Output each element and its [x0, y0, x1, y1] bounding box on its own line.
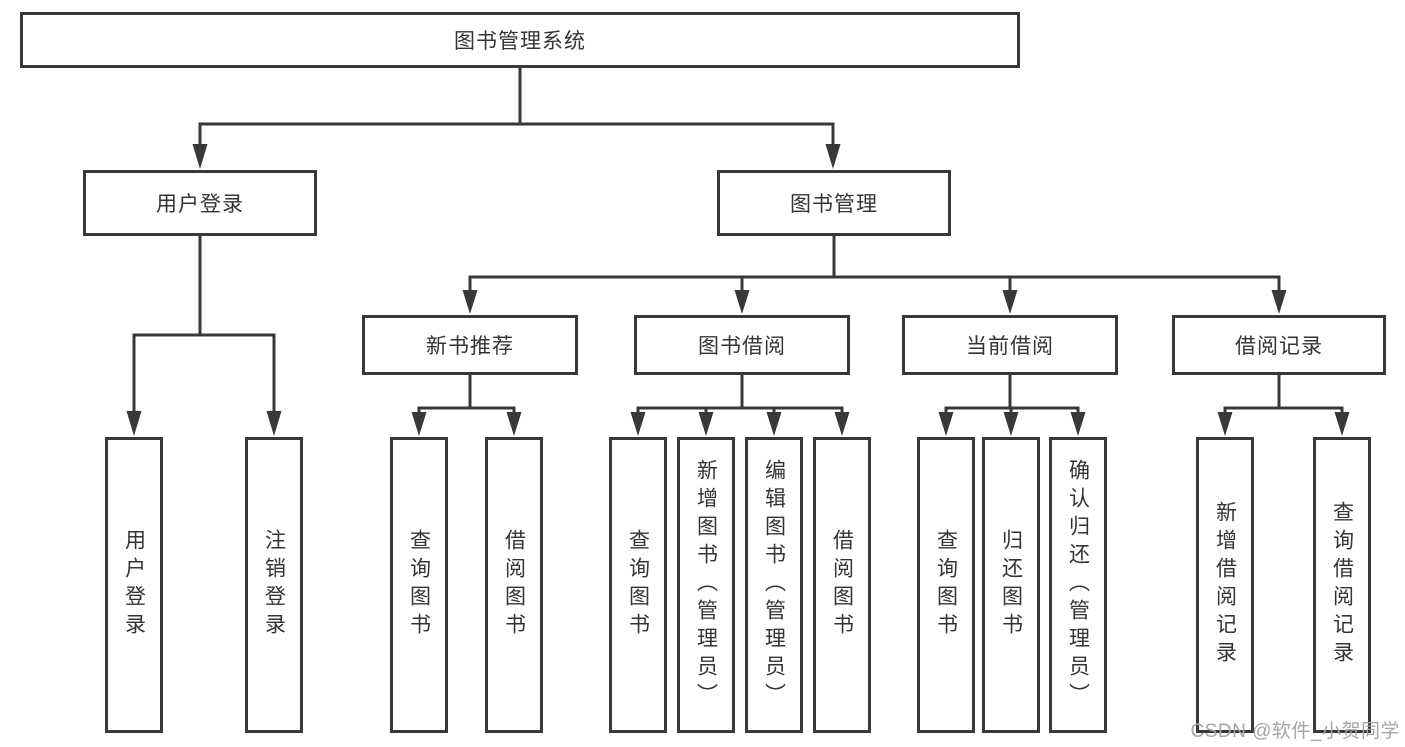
leaf-borrow-books: 借阅图书	[813, 437, 871, 733]
connector-book-management-group	[462, 236, 1287, 314]
leaf-confirm-return-admin: 确认归还（管理员）	[1049, 437, 1107, 733]
node-current-borrow: 当前借阅	[902, 315, 1118, 375]
node-label: 确认归还（管理员）	[1066, 459, 1090, 711]
node-label: 新书推荐	[426, 335, 514, 358]
node-label: 新增图书（管理员）	[694, 459, 718, 711]
node-label: 图书借阅	[698, 335, 786, 358]
leaf-return-book: 归还图书	[982, 437, 1040, 733]
leaf-user-login: 用户登录	[105, 437, 163, 733]
node-label: 注销登录	[262, 529, 286, 641]
node-label: 图书管理系统	[454, 30, 586, 53]
node-label: 查询图书	[934, 529, 958, 641]
node-new-book-recommend: 新书推荐	[362, 315, 578, 375]
connector-new-book-group	[411, 375, 522, 436]
connector-user-login-group	[126, 236, 282, 436]
node-borrow-records: 借阅记录	[1172, 315, 1386, 375]
leaf-add-book-admin: 新增图书（管理员）	[677, 437, 735, 733]
connector-root-to-level2	[192, 68, 841, 169]
connector-borrow-records-group	[1217, 375, 1350, 436]
node-label: 用户登录	[156, 193, 244, 216]
leaf-query-books-borrow: 查询图书	[609, 437, 667, 733]
leaf-query-books-current: 查询图书	[917, 437, 975, 733]
node-library-management-system: 图书管理系统	[20, 12, 1020, 68]
leaf-edit-book-admin: 编辑图书（管理员）	[745, 437, 803, 733]
connector-book-borrow-group	[630, 375, 850, 436]
node-label: 查询借阅记录	[1330, 501, 1354, 669]
leaf-borrow-books-recommend: 借阅图书	[485, 437, 543, 733]
node-label: 归还图书	[999, 529, 1023, 641]
node-label: 用户登录	[122, 529, 146, 641]
node-label: 查询图书	[626, 529, 650, 641]
leaf-query-books-recommend: 查询图书	[390, 437, 448, 733]
leaf-add-borrow-record: 新增借阅记录	[1196, 437, 1254, 733]
node-book-management: 图书管理	[717, 170, 951, 236]
node-book-borrow: 图书借阅	[634, 315, 850, 375]
node-label: 图书管理	[790, 193, 878, 216]
node-user-login: 用户登录	[83, 170, 317, 236]
node-label: 借阅图书	[830, 529, 854, 641]
connector-current-borrow-group	[938, 375, 1086, 436]
node-label: 编辑图书（管理员）	[762, 459, 786, 711]
node-label: 新增借阅记录	[1213, 501, 1237, 669]
node-label: 当前借阅	[966, 335, 1054, 358]
csdn-watermark: CSDN @软件_小贺同学	[1190, 721, 1400, 742]
node-label: 查询图书	[407, 529, 431, 641]
leaf-logout: 注销登录	[245, 437, 303, 733]
leaf-query-borrow-record: 查询借阅记录	[1313, 437, 1371, 733]
node-label: 借阅图书	[502, 529, 526, 641]
node-label: 借阅记录	[1235, 335, 1323, 358]
